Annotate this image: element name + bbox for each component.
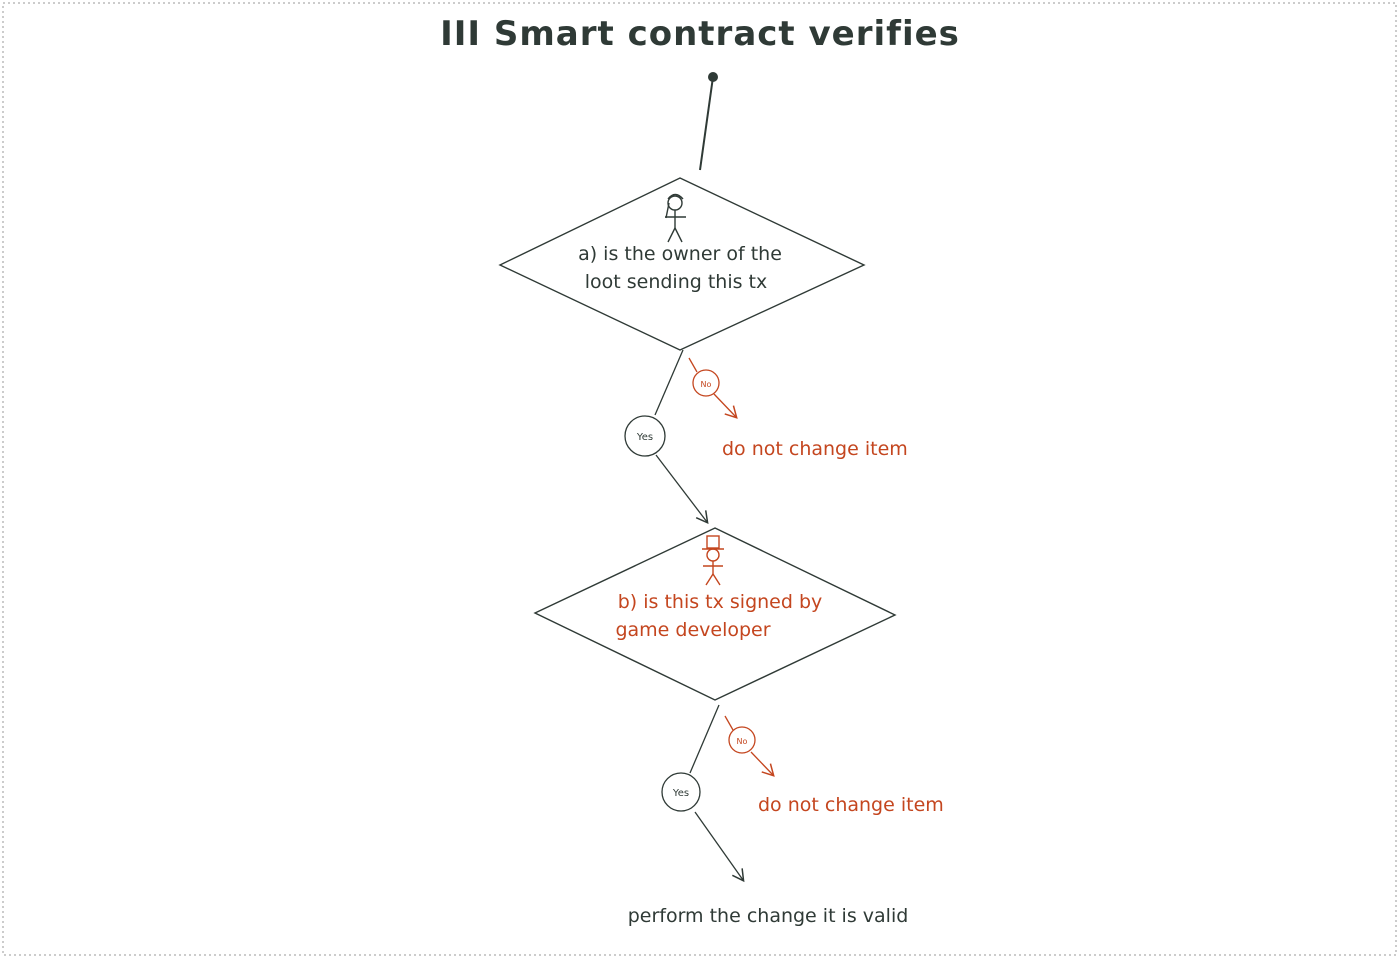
decision-b-yes-connector: [689, 704, 720, 774]
decision-a-text-line1: a) is the owner of the: [578, 243, 782, 265]
decision-a-no-connector: [688, 357, 698, 373]
decision-b-yes-arrow: [694, 811, 745, 883]
decision-a-no-badge: [692, 369, 720, 397]
decision-a-no-arrow: [713, 393, 738, 419]
decision-b-no-badge: [728, 726, 756, 754]
decision-a-no-label: No: [701, 380, 712, 389]
decision-a-diamond: [498, 177, 866, 351]
diagram-title: III Smart contract verifies: [440, 14, 960, 54]
decision-a-yes-connector: [654, 349, 684, 416]
decision-b-yes-label: Yes: [672, 788, 689, 799]
decision-a-no-outcome: do not change item: [722, 438, 908, 460]
decision-b-no-connector: [724, 715, 734, 731]
stick-figure-developer-icon: [702, 535, 724, 586]
decision-a-yes-label: Yes: [636, 432, 653, 443]
decision-b-no-label: No: [737, 737, 748, 746]
stick-figure-owner-icon: [665, 193, 686, 243]
start-connector: [699, 76, 714, 171]
final-outcome: perform the change it is valid: [628, 905, 909, 927]
decision-b-yes-badge: [661, 772, 701, 812]
decision-b-no-arrow: [750, 751, 775, 777]
decision-b-text-line1: b) is this tx signed by: [618, 591, 823, 613]
decision-b-diamond: [533, 527, 897, 701]
decision-a-yes-badge: [624, 415, 666, 457]
decision-b-no-outcome: do not change item: [758, 794, 944, 816]
decision-a-text-line2: loot sending this tx: [585, 271, 768, 293]
decision-b-text-line2: game developer: [615, 619, 770, 641]
decision-a-yes-arrow: [655, 454, 709, 525]
